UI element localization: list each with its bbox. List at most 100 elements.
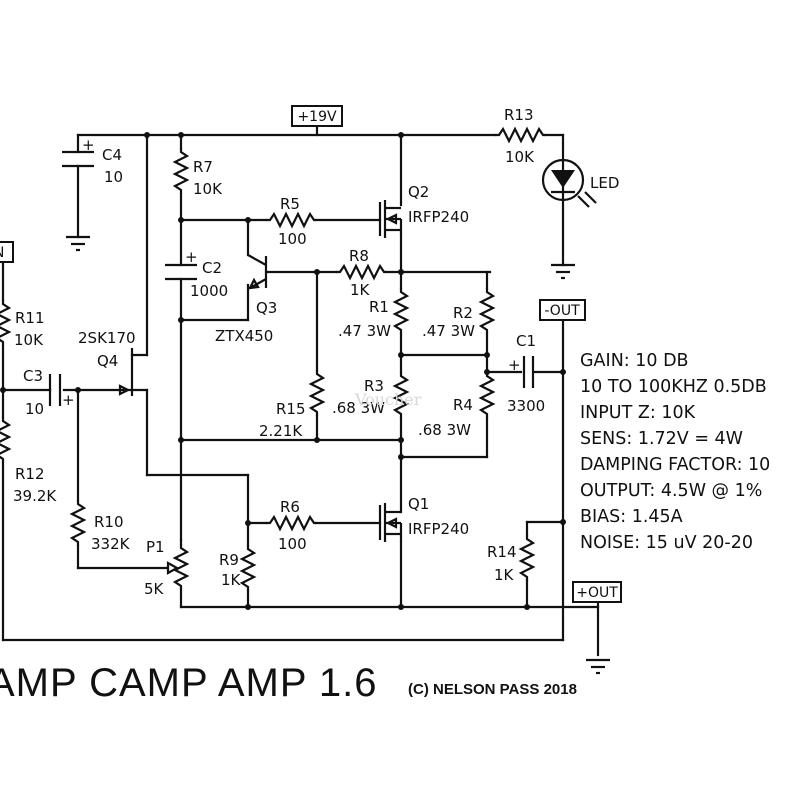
label-R12-ref: R12 xyxy=(15,465,45,483)
label-R2-value: .47 3W xyxy=(422,322,475,340)
spec-bias: BIAS: 1.45A xyxy=(580,507,683,527)
spec-input-impedance: INPUT Z: 10K xyxy=(580,403,696,423)
capacitor-C4[interactable]: + xyxy=(62,136,95,168)
label-R14-ref: R14 xyxy=(487,543,517,561)
label-R9-ref: R9 xyxy=(219,551,239,569)
label-R11-value: 10K xyxy=(14,331,44,349)
potentiometer-P1[interactable] xyxy=(166,538,189,592)
ground-icon xyxy=(66,235,90,252)
label-R13-ref: R13 xyxy=(504,106,534,124)
label-P1-value: 5K xyxy=(144,580,165,598)
label-P1-ref: P1 xyxy=(146,538,165,556)
label-R9-value: 1K xyxy=(221,571,242,589)
resistor-R4[interactable] xyxy=(479,370,495,420)
label-Q1-value: IRFP240 xyxy=(408,520,469,538)
jfet-Q4[interactable] xyxy=(118,348,134,396)
label-C3-ref: C3 xyxy=(23,367,43,385)
label-Q4-ref: Q4 xyxy=(97,352,118,370)
resistor-R11[interactable] xyxy=(0,298,11,348)
label-R6-ref: R6 xyxy=(280,498,300,516)
label-C4-ref: C4 xyxy=(102,146,122,164)
schematic-title: AMP CAMP AMP 1.6 xyxy=(0,661,378,705)
ground-icon xyxy=(586,658,610,675)
spec-bandwidth: 10 TO 100KHZ 0.5DB xyxy=(580,377,767,397)
mosfet-Q2[interactable] xyxy=(378,200,403,238)
label-C2-ref: C2 xyxy=(202,259,222,277)
spec-gain: GAIN: 10 DB xyxy=(580,351,689,371)
label-R8-value: 1K xyxy=(350,281,371,299)
label-R15-value: 2.21K xyxy=(259,422,303,440)
resistor-R12[interactable] xyxy=(0,415,11,465)
label-Q4-value: 2SK170 xyxy=(78,329,136,347)
resistor-R6[interactable] xyxy=(264,515,318,531)
label-Q3-value: ZTX450 xyxy=(215,327,273,345)
ground-icon xyxy=(551,263,575,280)
label-R2-ref: R2 xyxy=(453,304,473,322)
junction-dots xyxy=(0,132,566,610)
label-C2-value: 1000 xyxy=(190,282,228,300)
led-indicator[interactable] xyxy=(541,158,597,208)
copyright-notice: (C) NELSON PASS 2018 xyxy=(408,681,577,698)
label-Q2-ref: Q2 xyxy=(408,183,429,201)
plus-sign: + xyxy=(82,136,95,154)
wiper-arrow-icon xyxy=(166,561,180,575)
label-C4-value: 10 xyxy=(104,168,123,186)
resistor-R9[interactable] xyxy=(240,543,256,593)
label-R5-value: 100 xyxy=(278,230,307,248)
resistor-R7[interactable] xyxy=(173,146,189,196)
pos-out-label: +OUT xyxy=(576,585,618,601)
input-label: IN xyxy=(0,245,4,261)
label-R11-ref: R11 xyxy=(15,309,45,327)
resistor-R2[interactable] xyxy=(479,286,495,336)
label-R1-ref: R1 xyxy=(369,298,389,316)
neg-out-label-box: -OUT xyxy=(539,299,586,321)
spec-damping-factor: DAMPING FACTOR: 10 xyxy=(580,455,770,475)
label-R3-ref: R3 xyxy=(364,377,384,395)
label-Q1-ref: Q1 xyxy=(408,495,429,513)
resistor-R1[interactable] xyxy=(393,286,409,336)
label-R5-ref: R5 xyxy=(280,195,300,213)
label-C1-value: 3300 xyxy=(507,397,545,415)
spec-noise: NOISE: 15 uV 20-20 xyxy=(580,533,753,553)
watermark: Voucher xyxy=(354,390,422,409)
plus-sign: + xyxy=(508,356,521,374)
label-R8-ref: R8 xyxy=(349,247,369,265)
spec-sensitivity: SENS: 1.72V = 4W xyxy=(580,429,743,449)
label-Q2-value: IRFP240 xyxy=(408,208,469,226)
label-Q3-ref: Q3 xyxy=(256,299,277,317)
label-R7-value: 10K xyxy=(193,180,223,198)
pos-out-label-box: +OUT xyxy=(572,581,622,603)
resistor-R5[interactable] xyxy=(264,212,318,228)
label-R1-value: .47 3W xyxy=(338,322,391,340)
npn-transistor-Q3[interactable] xyxy=(247,254,268,290)
component-labels: C4 10 R7 10K R5 100 C2 1000 Q3 ZTX450 R8… xyxy=(13,106,619,598)
resistor-R13[interactable] xyxy=(493,127,547,143)
plus-sign: + xyxy=(185,248,198,266)
spec-list: GAIN: 10 DB 10 TO 100KHZ 0.5DB INPUT Z: … xyxy=(580,351,770,553)
label-R10-value: 332K xyxy=(91,535,131,553)
resistor-R8[interactable] xyxy=(334,264,388,280)
label-R15-ref: R15 xyxy=(276,400,306,418)
label-R3-value: .68 3W xyxy=(332,399,385,417)
label-R7-ref: R7 xyxy=(193,158,213,176)
capacitor-C2[interactable]: + xyxy=(165,248,198,281)
label-R4-ref: R4 xyxy=(453,396,473,414)
resistor-R10[interactable] xyxy=(70,498,86,548)
capacitor-C1[interactable]: + xyxy=(508,356,535,388)
label-C3-value: 10 xyxy=(25,400,44,418)
input-label-box: IN xyxy=(0,241,14,263)
neg-out-label: -OUT xyxy=(544,303,580,319)
supply-voltage-label: +19V xyxy=(297,109,337,125)
resistor-R14[interactable] xyxy=(519,533,535,583)
spec-output: OUTPUT: 4.5W @ 1% xyxy=(580,481,762,501)
supply-label-box: +19V xyxy=(291,105,343,127)
capacitor-C3[interactable]: + xyxy=(48,374,75,409)
label-R14-value: 1K xyxy=(494,566,515,584)
resistor-R15[interactable] xyxy=(309,368,325,418)
label-LED: LED xyxy=(590,174,619,192)
label-R6-value: 100 xyxy=(278,535,307,553)
mosfet-Q1[interactable] xyxy=(378,503,403,542)
label-C1-ref: C1 xyxy=(516,332,536,350)
plus-sign: + xyxy=(62,391,75,409)
